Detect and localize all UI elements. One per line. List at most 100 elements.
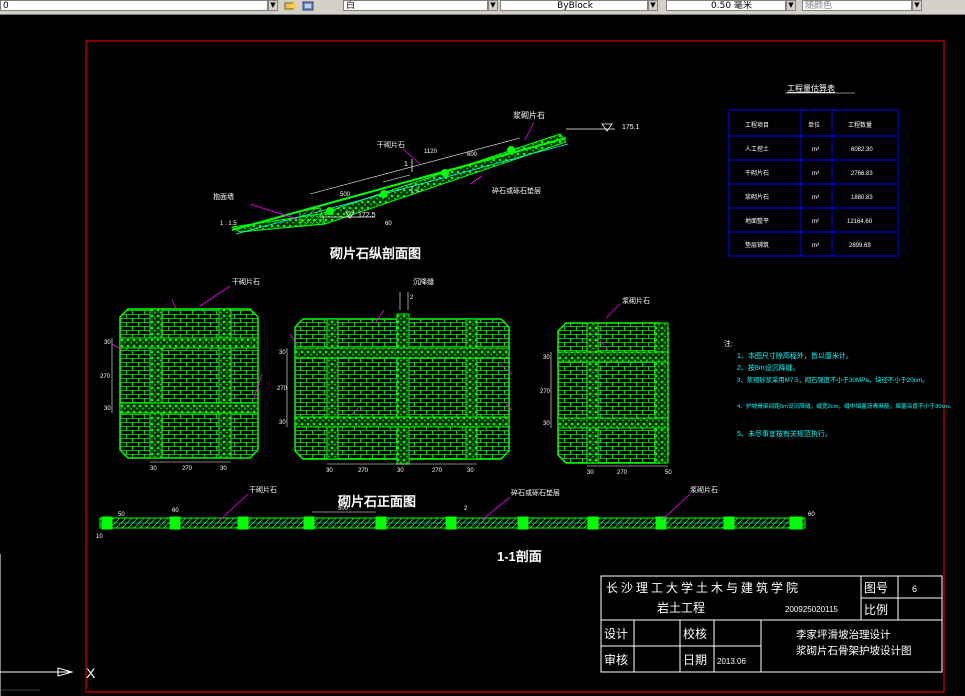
label-dim-270-left-v: 270 <box>100 374 111 380</box>
label-slope: 1 : 1.5 <box>220 221 237 227</box>
section-1-1: 500 60 50 10 60 2 干砌片石 碎石或砾石垫层 浆砌片石 1-1剖… <box>96 485 815 564</box>
linetype-dropdown-arrow[interactable]: ▼ <box>648 0 658 11</box>
tb-review-label: 审核 <box>604 652 628 667</box>
drawing-canvas[interactable]: 浆砌片石 175.1 干砌片石 1120 600 500 碎石或砾石垫层 抱面墙… <box>0 14 965 696</box>
quantity-table: 工程量估算表 工程项目 单位 工程数量 人工挖土 m³ 6082.30 干砌片石… <box>728 83 899 257</box>
drawing-border <box>85 40 945 693</box>
label-dim-270-mid-h2: 270 <box>432 468 443 474</box>
note-3: 3、浆砌砂浆采用M7.5，砌石强度不小于30MPa，块径不小于20cm。 <box>737 375 928 384</box>
linetype-dropdown[interactable]: ByBlock <box>500 0 648 11</box>
qt-row2-qty: 2766.83 <box>851 171 873 177</box>
label-sec-mark-bottom: 1 <box>416 187 420 194</box>
section-title: 砌片石纵剖面图 <box>329 246 421 261</box>
quantity-table-title: 工程量估算表 <box>787 83 835 93</box>
tb-date-value: 2013.06 <box>717 657 746 666</box>
qt-header-item: 工程项目 <box>745 121 769 129</box>
tb-design-label: 设计 <box>604 627 628 641</box>
label-dim-30-mid-e: 30 <box>467 468 474 474</box>
qt-row4-item: 地面整平 <box>745 217 769 225</box>
plotstyle-dropdown-arrow[interactable]: ▼ <box>912 0 922 11</box>
qt-row3-unit: m³ <box>812 195 819 201</box>
color-dropdown[interactable]: 白 <box>343 0 488 11</box>
notes: 注: 1、本图尺寸除高程外，皆以厘米计。 2、按8m设沉降缝。 3、浆砌砂浆采用… <box>724 339 955 438</box>
label-dim-270-left-h: 270 <box>182 466 193 472</box>
qt-row3-qty: 1880.83 <box>851 195 873 201</box>
qt-row1-qty: 6082.30 <box>851 147 873 153</box>
label-dim-30-mid-b: 30 <box>279 420 286 426</box>
lineweight-dropdown[interactable]: 0.50 毫米 <box>666 0 786 11</box>
tb-major: 岩土工程 <box>657 600 705 615</box>
layer-previous-icon[interactable] <box>302 1 314 11</box>
longitudinal-section: 浆砌片石 175.1 干砌片石 1120 600 500 碎石或砾石垫层 抱面墙… <box>213 110 640 261</box>
tb-scale-label: 比例 <box>864 603 888 617</box>
label-elev-bottom: 172.5 <box>358 212 376 219</box>
label-dim-30-right-c: 30 <box>587 470 594 476</box>
label-gravel-section: 碎石或砾石垫层 <box>492 186 541 195</box>
tb-student-id: 200925020115 <box>785 605 838 614</box>
label-elev-top: 175.1 <box>622 124 640 131</box>
label-dim-600: 600 <box>467 152 478 158</box>
qt-header-qty: 工程数量 <box>848 121 872 129</box>
qt-row4-qty: 12164.60 <box>847 219 873 225</box>
label-dim-270-mid-v: 270 <box>277 386 288 392</box>
tb-check-label: 校核 <box>683 626 707 641</box>
qt-row5-unit: m³ <box>812 243 819 249</box>
label-dim-60-cut: 60 <box>172 508 179 514</box>
title-block: 长沙理工大学土木与建筑学院 岩土工程 200925020115 图号 6 比例 … <box>600 575 943 673</box>
label-dim-60: 60 <box>385 221 392 227</box>
label-dry-stone-cut: 干砌片石 <box>249 485 277 494</box>
qt-header-unit: 单位 <box>808 121 820 129</box>
label-dim-30-left-c: 30 <box>150 466 157 472</box>
label-dim-30-left-a: 30 <box>104 340 111 346</box>
layer-states-icon[interactable] <box>284 1 296 11</box>
qt-row5-item: 垫层铺筑 <box>745 241 769 249</box>
layer-dropdown-arrow[interactable]: ▼ <box>268 0 278 11</box>
qt-row1-item: 人工挖土 <box>745 145 769 153</box>
qt-row3-item: 浆砌片石 <box>745 193 769 201</box>
label-dim-30-left-b: 30 <box>104 406 111 412</box>
tb-date-label: 日期 <box>683 653 707 667</box>
label-dim-30-mid-a: 30 <box>279 350 286 356</box>
cut-title: 1-1剖面 <box>497 549 542 564</box>
lineweight-dropdown-arrow[interactable]: ▼ <box>786 0 796 11</box>
qt-row4-unit: m² <box>812 219 819 225</box>
tb-project-line2: 浆砌片石骨架护坡设计图 <box>796 644 912 657</box>
label-dim-1120: 1120 <box>424 149 438 155</box>
qt-row2-unit: m³ <box>812 171 819 177</box>
label-dim-10-cut: 10 <box>96 534 103 540</box>
plotstyle-dropdown[interactable]: 随颜色 <box>802 0 912 11</box>
label-dim-2-mid: 2 <box>410 295 414 301</box>
layer-dropdown[interactable]: 0 <box>0 0 268 11</box>
note-1: 1、本图尺寸除高程外，皆以厘米计。 <box>737 351 853 360</box>
label-joint-front: 沉降缝 <box>413 277 434 286</box>
tb-project-line1: 李家坪滑坡治理设计 <box>796 628 891 641</box>
label-dim-270-right-v: 270 <box>540 389 551 395</box>
label-dry-stone-section: 干砌片石 <box>377 140 405 149</box>
label-gravel-cut: 碎石或砾石垫层 <box>511 488 560 497</box>
note-2: 2、按8m设沉降缝。 <box>737 363 800 372</box>
tb-fig-no-label: 图号 <box>864 581 888 595</box>
ucs-x-label: X <box>86 665 96 681</box>
notes-title: 注: <box>724 339 733 348</box>
label-dim-30-left-d: 30 <box>220 466 227 472</box>
qt-row1-unit: m³ <box>812 147 819 153</box>
label-mortar-stone-cut: 浆砌片石 <box>690 485 718 494</box>
label-dim-270-mid-h1: 270 <box>358 468 369 474</box>
front-view-left: 30 270 30 30 270 30 干砌片石 <box>100 277 263 472</box>
label-mortar-stone-section: 浆砌片石 <box>513 110 545 120</box>
label-toe-wall: 抱面墙 <box>213 192 234 201</box>
label-dim-50-cut-left: 50 <box>118 512 125 518</box>
label-dim-2-cut: 2 <box>464 506 468 512</box>
label-sec-mark-top: 1 <box>404 161 408 168</box>
qt-row2-item: 干砌片石 <box>745 169 769 177</box>
tb-school: 长沙理工大学土木与建筑学院 <box>606 580 801 595</box>
qt-row5-qty: 2899.69 <box>849 243 871 249</box>
label-dim-30-right-b: 30 <box>543 421 550 427</box>
note-5: 5、未尽事宜按有关规范执行。 <box>737 429 832 438</box>
label-dim-30-right-a: 30 <box>543 355 550 361</box>
label-dim-60-cut-right: 60 <box>808 512 815 518</box>
label-dim-50-right: 50 <box>665 470 672 476</box>
label-dim-500: 500 <box>340 192 351 198</box>
ucs-icon: X <box>0 665 96 691</box>
color-dropdown-arrow[interactable]: ▼ <box>488 0 498 11</box>
